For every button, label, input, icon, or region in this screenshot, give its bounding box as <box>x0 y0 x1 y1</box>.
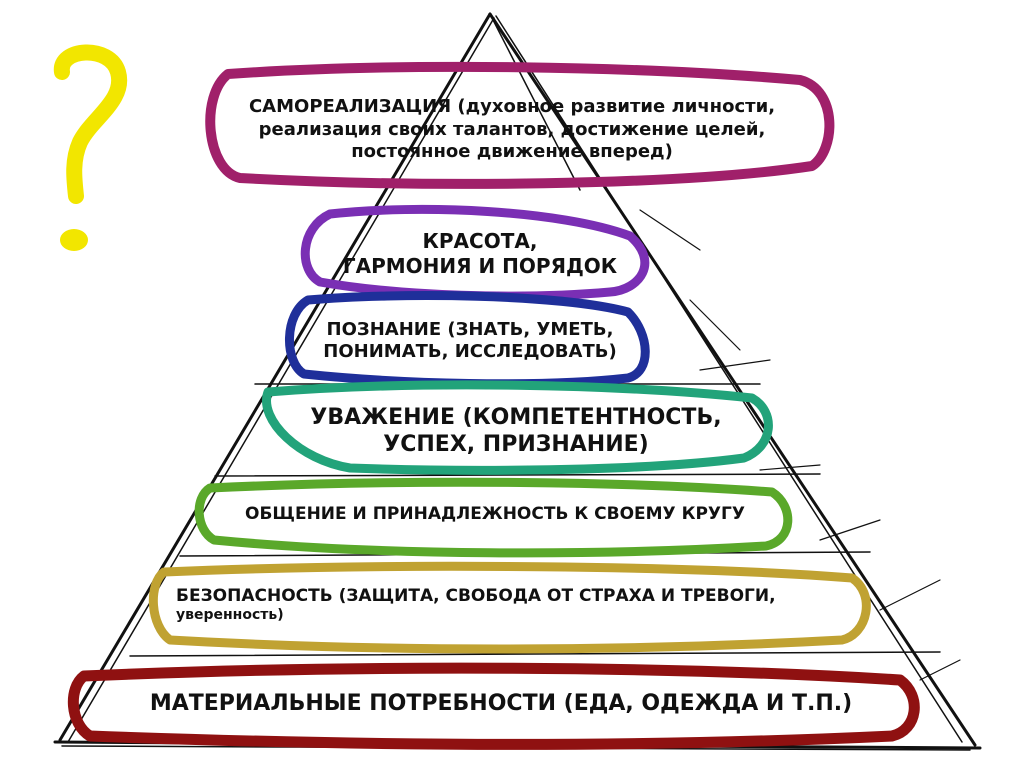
face-sketch-line <box>699 359 771 371</box>
tier-label-beauty: КРАСОТА, ГАРМОНИЯ И ПОРЯДОК <box>315 222 645 286</box>
face-sketch-line <box>919 659 961 681</box>
pyramid-right-edge <box>488 12 977 747</box>
face-sketch-line <box>879 579 941 611</box>
tier-line: САМОРЕАЛИЗАЦИЯ (духовное развитие личнос… <box>248 96 776 118</box>
tier-label-material: МАТЕРИАЛЬНЫЕ ПОТРЕБНОСТИ (ЕДА, ОДЕЖДА И … <box>86 676 916 732</box>
tier-loop-belonging <box>194 477 793 558</box>
tier-label-respect: УВАЖЕНИЕ (КОМПЕТЕНТНОСТЬ, УСПЕХ, ПРИЗНАН… <box>266 392 766 470</box>
pyramid-left-edge <box>58 12 492 742</box>
tier-line: постоянное движение вперед) <box>351 141 673 163</box>
tier-label-self-actualization: САМОРЕАЛИЗАЦИЯ (духовное развитие личнос… <box>222 80 802 180</box>
tier-line: ОБЩЕНИЕ И ПРИНАДЛЕЖНОСТЬ К СВОЕМУ КРУГУ <box>245 504 745 525</box>
pyramid-left-edge-sketch <box>67 17 495 743</box>
face-sketch-line <box>639 209 701 251</box>
tier-loop-respect <box>262 380 773 475</box>
tier-line: уверенность) <box>176 606 284 623</box>
tier-line: ГАРМОНИЯ И ПОРЯДОК <box>342 254 618 278</box>
tier-line: МАТЕРИАЛЬНЫЕ ПОТРЕБНОСТИ (ЕДА, ОДЕЖДА И … <box>149 691 853 717</box>
face-sketch-line <box>759 464 821 471</box>
tier-loop-material <box>67 662 920 750</box>
tier-label-belonging: ОБЩЕНИЕ И ПРИНАДЛЕЖНОСТЬ К СВОЕМУ КРУГУ <box>200 490 790 540</box>
pyramid-right-edge-sketch <box>495 15 963 743</box>
tier-loop-self-actualization <box>205 61 835 189</box>
tier-label-cognition: ПОЗНАНИЕ (ЗНАТЬ, УМЕТЬ, ПОНИМАТЬ, ИССЛЕД… <box>300 308 640 374</box>
tier-loop-beauty <box>300 204 650 301</box>
tier-line: УСПЕХ, ПРИЗНАНИЕ) <box>383 432 649 457</box>
tier-label-safety: БЕЗОПАСНОСТЬ (ЗАЩИТА, СВОБОДА ОТ СТРАХА … <box>160 570 860 640</box>
tier-line: БЕЗОПАСНОСТЬ (ЗАЩИТА, СВОБОДА ОТ СТРАХА … <box>176 585 776 606</box>
tier-loop-cognition <box>285 291 650 389</box>
tier-line: ПОЗНАНИЕ (ЗНАТЬ, УМЕТЬ, <box>326 318 614 340</box>
tier-line: реализация своих талантов, достижение це… <box>258 118 766 140</box>
tier-line: УВАЖЕНИЕ (КОМПЕТЕНТНОСТЬ, <box>310 404 722 430</box>
face-sketch-line <box>819 519 881 541</box>
tier-separator <box>214 473 821 477</box>
tier-line: КРАСОТА, <box>422 229 538 253</box>
pyramid-inner-ridge <box>489 13 581 191</box>
tier-loop-safety <box>148 561 871 654</box>
question-mark-icon <box>53 44 128 251</box>
tier-separator <box>129 651 941 657</box>
face-sketch-line <box>689 299 741 351</box>
tier-line: ПОНИМАТЬ, ИССЛЕДОВАТЬ) <box>323 341 617 362</box>
